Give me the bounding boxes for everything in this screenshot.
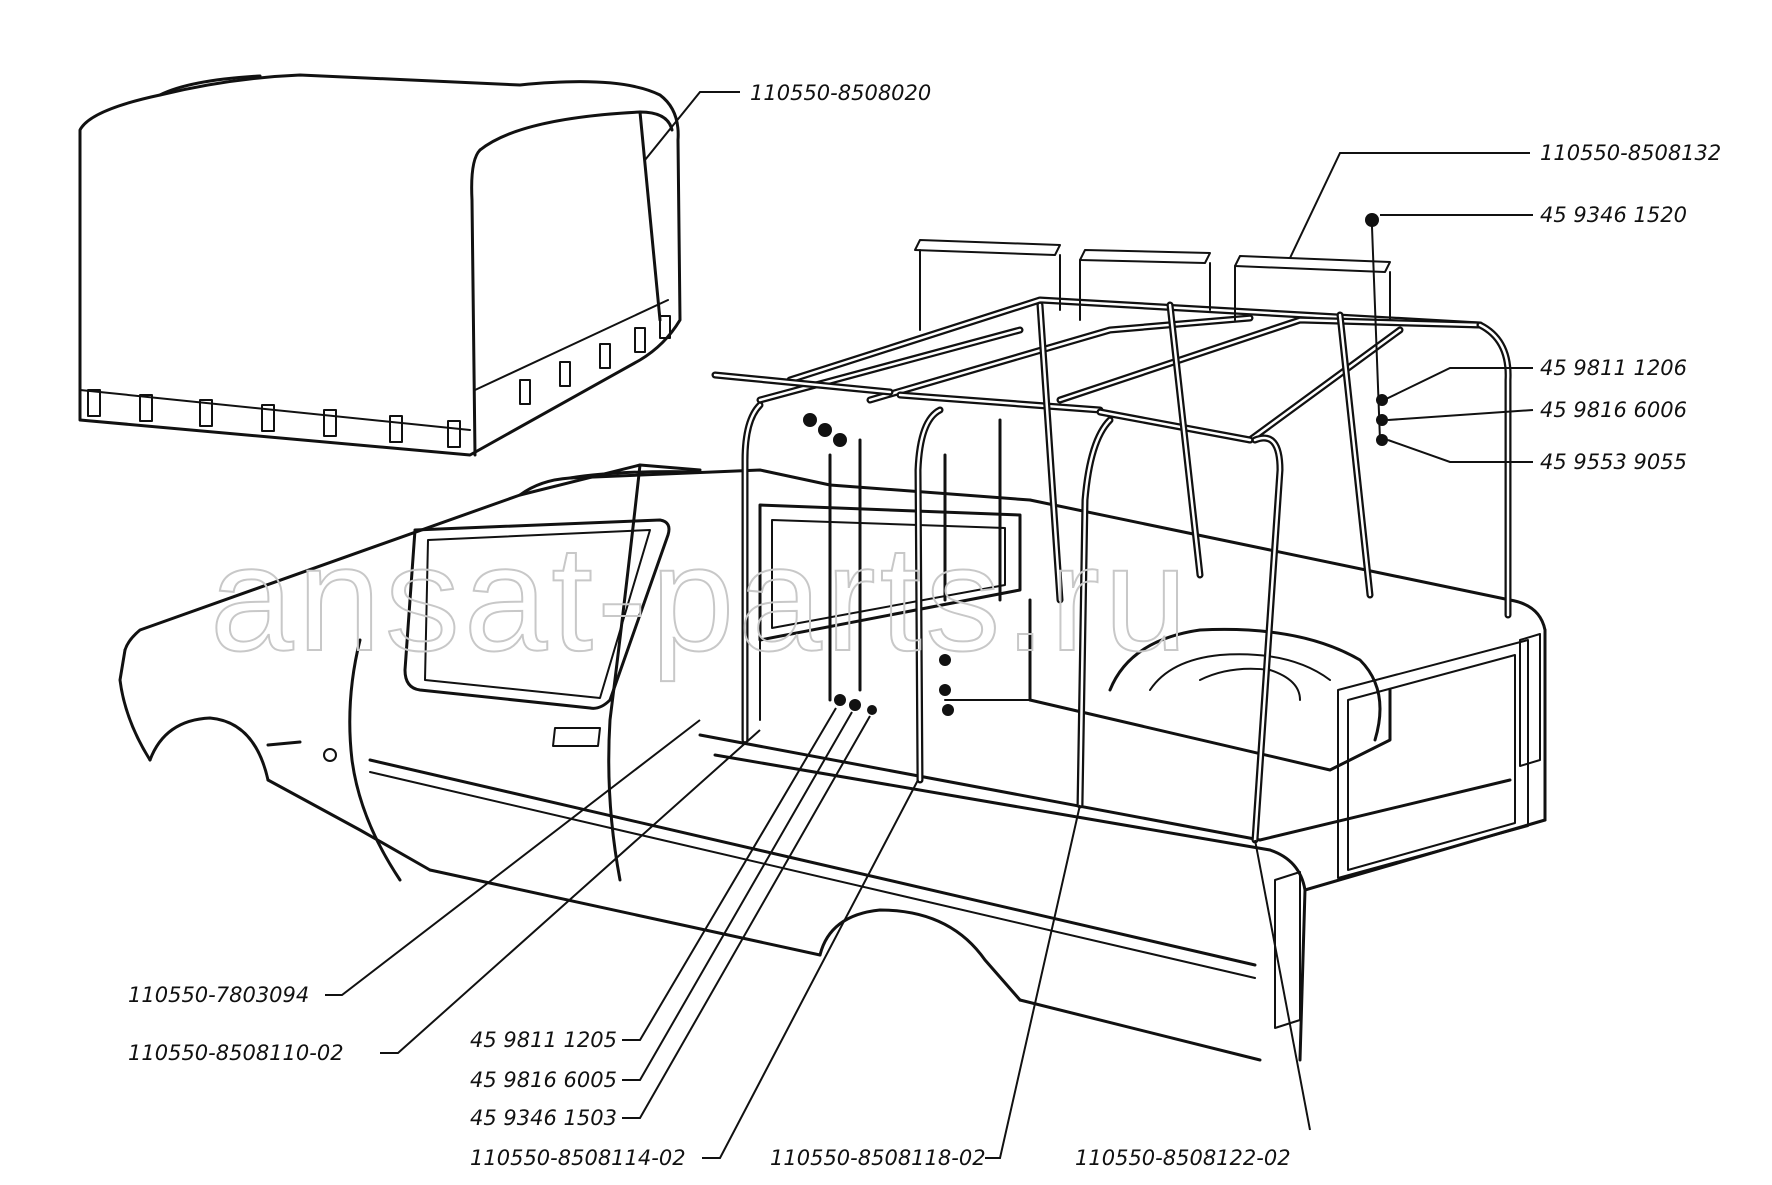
label-bow-122: 110550-8508122-02 bbox=[1075, 1146, 1291, 1170]
label-bow-110: 110550-8508110-02 bbox=[128, 1041, 344, 1065]
label-bolt-top: 45 9346 1520 bbox=[1540, 203, 1687, 227]
label-bow-118: 110550-8508118-02 bbox=[770, 1146, 986, 1170]
label-bow-114: 110550-8508114-02 bbox=[470, 1146, 686, 1170]
pickup-body bbox=[118, 463, 1547, 1062]
label-bolt-1503: 45 9346 1503 bbox=[470, 1106, 617, 1130]
tent-cover bbox=[78, 73, 682, 457]
label-washer-6005: 45 9816 6005 bbox=[470, 1068, 617, 1092]
leader-lines bbox=[325, 91, 1534, 1159]
label-washer-6006: 45 9816 6006 bbox=[1540, 398, 1687, 422]
label-nut-1206: 45 9811 1206 bbox=[1540, 356, 1687, 380]
label-seal-7803094: 110550-7803094 bbox=[128, 983, 309, 1007]
bow-frame bbox=[711, 213, 1512, 844]
label-washer-9055: 45 9553 9055 bbox=[1540, 450, 1687, 474]
label-bow-set: 110550-8508132 bbox=[1540, 141, 1721, 165]
watermark: ansat-parts.ru bbox=[210, 514, 1191, 682]
part-labels: 110550-8508020 110550-8508132 45 9346 15… bbox=[128, 81, 1721, 1170]
label-tent: 110550-8508020 bbox=[750, 81, 931, 105]
label-nut-1205: 45 9811 1205 bbox=[470, 1028, 617, 1052]
